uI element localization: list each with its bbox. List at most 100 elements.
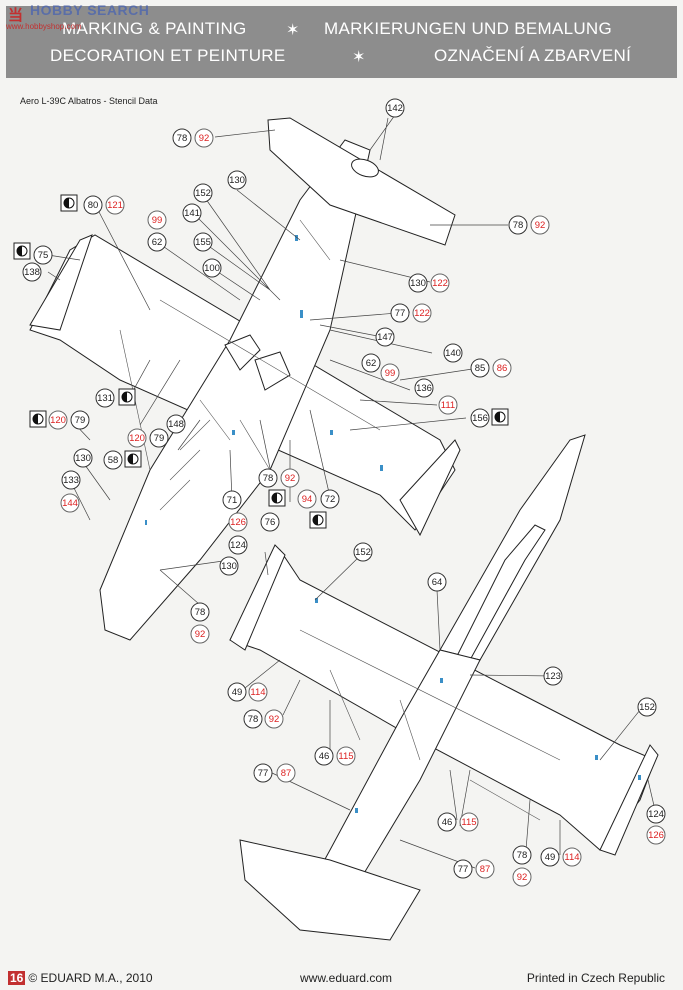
svg-text:130: 130 bbox=[75, 453, 91, 464]
svg-text:138: 138 bbox=[24, 267, 40, 278]
star-icon: ✶ bbox=[352, 49, 366, 66]
callout-124: 124 bbox=[646, 804, 666, 824]
bottom-right-tiptank bbox=[599, 744, 659, 856]
halftone-icon bbox=[118, 388, 136, 406]
callout-144: 144 bbox=[60, 493, 80, 513]
halftone-icon bbox=[29, 410, 47, 428]
svg-text:77: 77 bbox=[395, 308, 406, 319]
svg-text:155: 155 bbox=[195, 237, 211, 248]
halftone-icon bbox=[491, 408, 509, 426]
svg-text:92: 92 bbox=[285, 473, 296, 484]
svg-text:78: 78 bbox=[513, 220, 524, 231]
svg-text:92: 92 bbox=[517, 872, 528, 883]
callout-111: 111 bbox=[438, 395, 458, 415]
svg-text:87: 87 bbox=[281, 768, 292, 779]
svg-text:62: 62 bbox=[152, 237, 163, 248]
watermark-glyph: 当 bbox=[8, 7, 24, 24]
callout-94: 94 bbox=[297, 489, 317, 509]
svg-text:133: 133 bbox=[63, 475, 79, 486]
callout-147: 147 bbox=[375, 327, 395, 347]
callout-49: 49 bbox=[540, 847, 560, 867]
svg-text:130: 130 bbox=[410, 278, 426, 289]
callout-130: 130 bbox=[219, 556, 239, 576]
svg-text:99: 99 bbox=[152, 215, 163, 226]
callout-130: 130 bbox=[227, 170, 247, 190]
callout-115: 115 bbox=[336, 746, 356, 766]
svg-text:92: 92 bbox=[195, 629, 206, 640]
watermark-url: www.hobbyshop.com bbox=[6, 22, 82, 31]
callout-78: 78 bbox=[512, 845, 532, 865]
svg-text:124: 124 bbox=[230, 540, 246, 551]
callout-122: 122 bbox=[412, 303, 432, 323]
callout-46: 46 bbox=[437, 812, 457, 832]
callout-75: 75 bbox=[33, 245, 53, 265]
callout-92: 92 bbox=[530, 215, 550, 235]
bottom-left-tiptank bbox=[229, 544, 286, 651]
svg-text:148: 148 bbox=[168, 419, 184, 430]
title-de: MARKIERUNGEN UND BEMALUNG bbox=[324, 19, 613, 38]
callout-152: 152 bbox=[637, 697, 657, 717]
title-cz: OZNAČENÍ A ZBARVENÍ bbox=[434, 46, 632, 65]
svg-text:58: 58 bbox=[108, 455, 119, 466]
callout-156: 156 bbox=[470, 408, 490, 428]
callout-85: 85 bbox=[470, 358, 490, 378]
svg-text:92: 92 bbox=[199, 133, 210, 144]
callout-62: 62 bbox=[147, 232, 167, 252]
svg-text:46: 46 bbox=[319, 751, 330, 762]
callout-87: 87 bbox=[276, 763, 296, 783]
svg-text:120: 120 bbox=[50, 415, 66, 426]
callout-80: 80 bbox=[83, 195, 103, 215]
callout-71: 71 bbox=[222, 490, 242, 510]
callouts: 142 78 92 130 80 121 152 99 141 62 155 7… bbox=[22, 98, 666, 887]
callout-46: 46 bbox=[314, 746, 334, 766]
svg-text:85: 85 bbox=[475, 363, 486, 374]
svg-text:152: 152 bbox=[639, 702, 655, 713]
svg-text:100: 100 bbox=[204, 263, 220, 274]
copyright: © EDUARD M.A., 2010 bbox=[28, 971, 153, 985]
callout-152: 152 bbox=[353, 542, 373, 562]
callout-136: 136 bbox=[414, 378, 434, 398]
top-fuselage bbox=[99, 139, 371, 641]
svg-text:86: 86 bbox=[497, 363, 508, 374]
svg-text:79: 79 bbox=[154, 433, 165, 444]
svg-text:152: 152 bbox=[355, 547, 371, 558]
aircraft-bottom-view bbox=[229, 434, 659, 941]
callout-120: 120 bbox=[48, 410, 68, 430]
page-subtitle: Aero L-39C Albatros - Stencil Data bbox=[20, 96, 158, 106]
svg-text:136: 136 bbox=[416, 383, 432, 394]
halftone-icons bbox=[13, 194, 509, 529]
svg-text:142: 142 bbox=[387, 103, 403, 114]
callout-152: 152 bbox=[193, 183, 213, 203]
svg-text:121: 121 bbox=[107, 200, 123, 211]
watermark-brand: HOBBY SEARCH bbox=[30, 2, 150, 18]
callout-115: 115 bbox=[459, 812, 479, 832]
svg-text:77: 77 bbox=[458, 864, 469, 875]
callout-78: 78 bbox=[508, 215, 528, 235]
top-fin bbox=[351, 158, 379, 178]
callout-78: 78 bbox=[172, 128, 192, 148]
callout-86: 86 bbox=[492, 358, 512, 378]
top-right-tiptank bbox=[399, 439, 461, 537]
callout-155: 155 bbox=[193, 232, 213, 252]
footer-copyright-block: 16© EDUARD M.A., 2010 bbox=[8, 971, 153, 985]
callout-100: 100 bbox=[202, 258, 222, 278]
svg-text:87: 87 bbox=[480, 864, 491, 875]
svg-text:75: 75 bbox=[38, 250, 49, 261]
callout-120: 120 bbox=[127, 428, 147, 448]
callout-133: 133 bbox=[61, 470, 81, 490]
bottom-nose bbox=[439, 434, 586, 661]
svg-text:114: 114 bbox=[564, 852, 579, 863]
svg-text:80: 80 bbox=[88, 200, 99, 211]
callout-121: 121 bbox=[105, 195, 125, 215]
callout-92: 92 bbox=[264, 709, 284, 729]
svg-text:144: 144 bbox=[62, 498, 78, 509]
callout-140: 140 bbox=[443, 343, 463, 363]
svg-text:78: 78 bbox=[263, 473, 274, 484]
callout-78: 78 bbox=[190, 602, 210, 622]
svg-text:126: 126 bbox=[648, 830, 664, 841]
callout-72: 72 bbox=[320, 489, 340, 509]
svg-text:131: 131 bbox=[97, 393, 113, 404]
svg-text:115: 115 bbox=[338, 751, 353, 762]
halftone-icon bbox=[60, 194, 78, 212]
